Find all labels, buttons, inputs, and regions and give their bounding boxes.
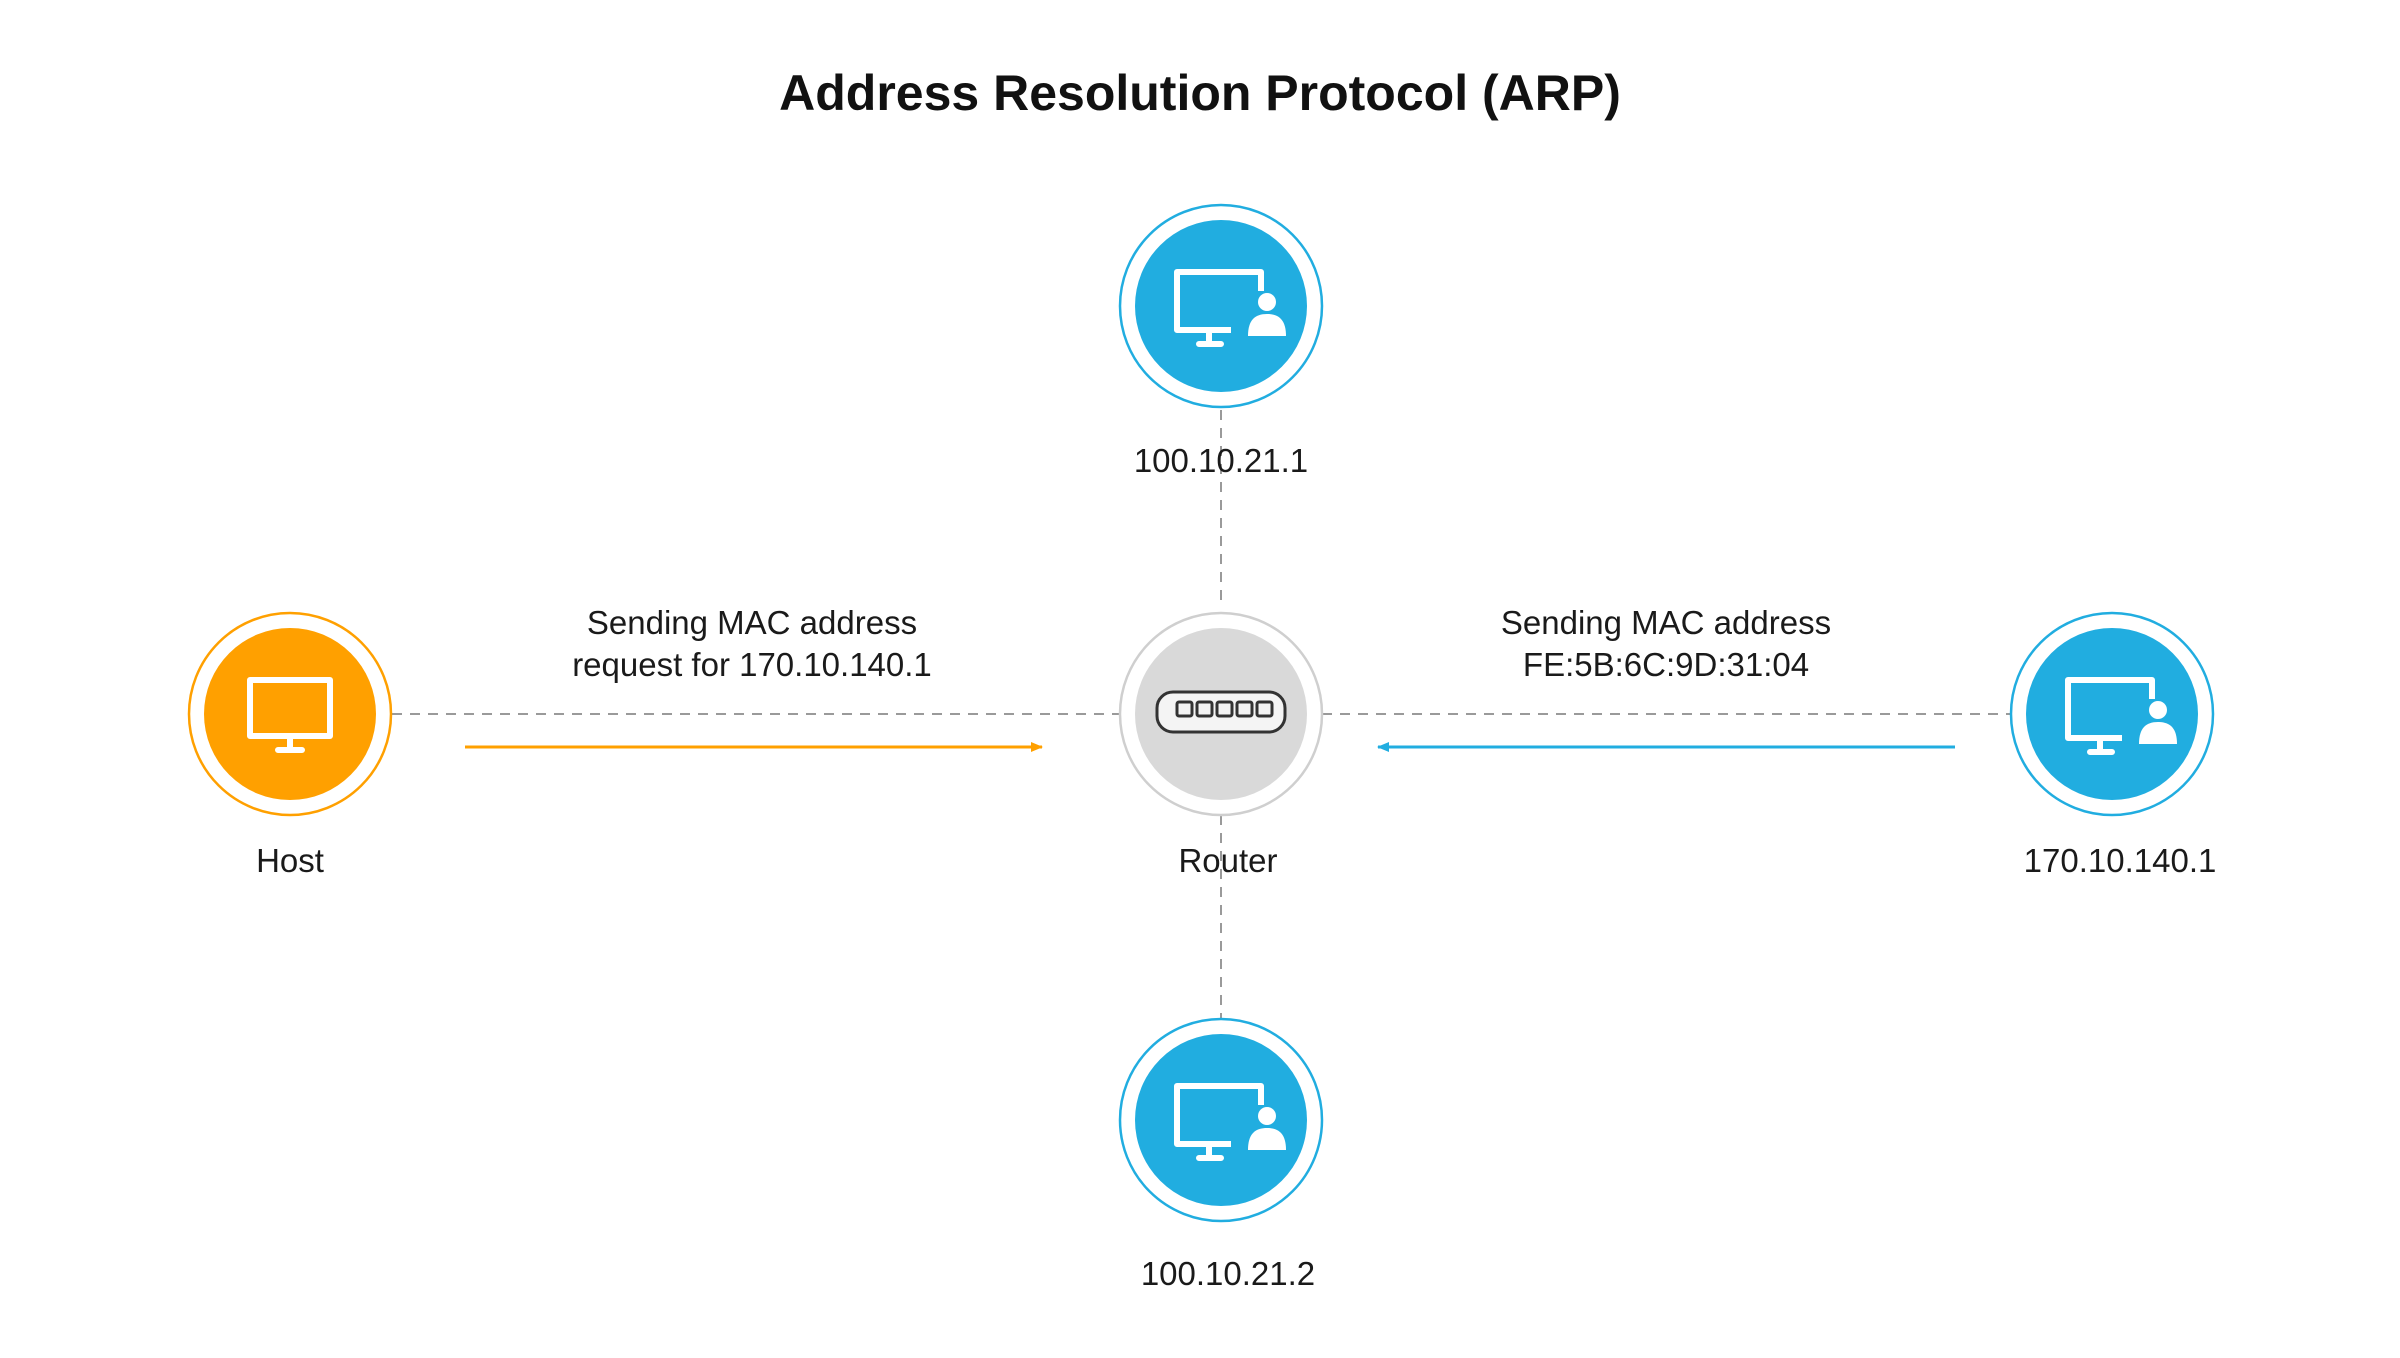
diagram-title: Address Resolution Protocol (ARP) xyxy=(779,65,1621,121)
node-top-device xyxy=(1118,203,1324,409)
node-top-label: 100.10.21.1 xyxy=(1134,442,1308,479)
reply-message: Sending MAC address FE:5B:6C:9D:31:04 xyxy=(1501,604,1831,683)
node-router xyxy=(1118,611,1324,817)
reply-message-line2: FE:5B:6C:9D:31:04 xyxy=(1523,646,1809,683)
node-target-device xyxy=(2009,611,2215,817)
reply-message-line1: Sending MAC address xyxy=(1501,604,1831,641)
request-message-line2: request for 170.10.140.1 xyxy=(572,646,932,683)
node-host-label: Host xyxy=(256,842,324,879)
node-host xyxy=(187,611,393,817)
network-switch-icon xyxy=(1155,690,1287,734)
monitor-user-icon xyxy=(2065,677,2177,755)
request-message-line1: Sending MAC address xyxy=(587,604,917,641)
monitor-user-icon xyxy=(1174,269,1286,347)
node-router-label: Router xyxy=(1178,842,1277,879)
node-bottom-label: 100.10.21.2 xyxy=(1141,1255,1315,1292)
monitor-user-icon xyxy=(1174,1083,1286,1161)
connectors xyxy=(392,410,2010,1020)
request-message: Sending MAC address request for 170.10.1… xyxy=(572,604,932,683)
monitor-icon xyxy=(247,677,333,753)
node-bottom-device xyxy=(1118,1017,1324,1223)
node-target-label: 170.10.140.1 xyxy=(2024,842,2217,879)
